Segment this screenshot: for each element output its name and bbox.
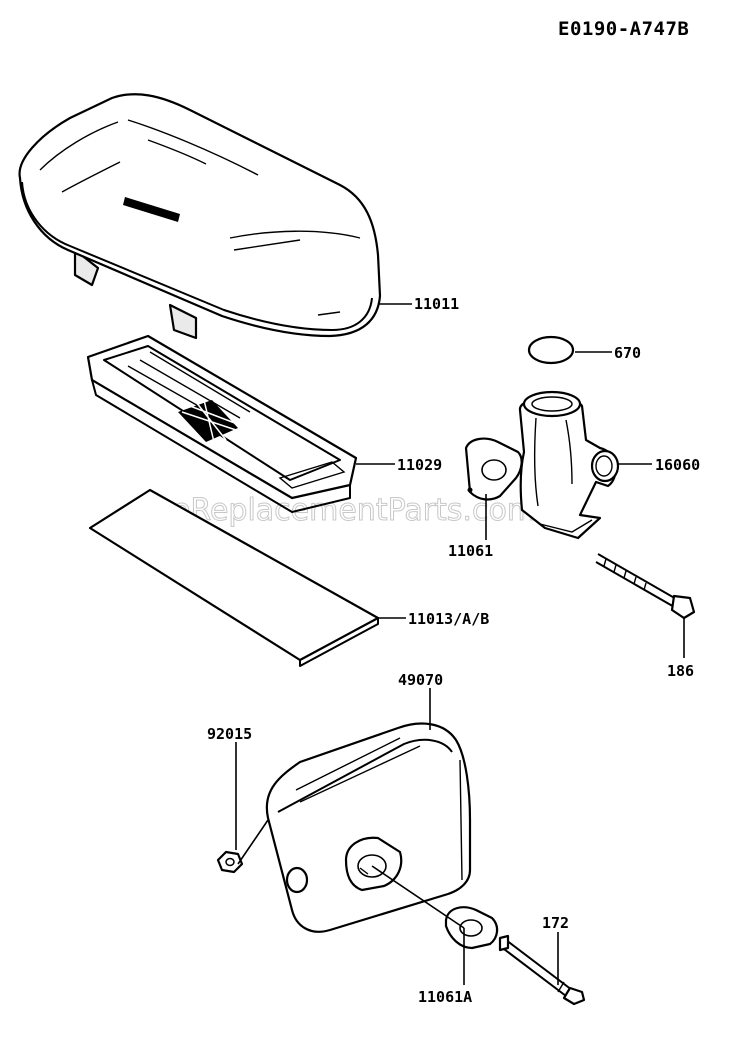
- muffler[interactable]: [265, 722, 472, 933]
- label-172: 172: [542, 914, 569, 932]
- label-670: 670: [614, 344, 641, 362]
- bolt[interactable]: [595, 553, 696, 620]
- o-ring[interactable]: [527, 335, 575, 365]
- stud[interactable]: [498, 934, 586, 1006]
- gasket-muffler[interactable]: [444, 906, 499, 950]
- air-filter-element[interactable]: [86, 334, 358, 513]
- cover-logo: [123, 197, 180, 222]
- diagram-code: E0190-A747B: [558, 18, 689, 40]
- label-11061: 11061: [448, 542, 493, 560]
- filter-mesh: [178, 399, 241, 443]
- label-16060: 16060: [655, 456, 700, 474]
- label-11061a: 11061A: [418, 988, 472, 1006]
- label-11029: 11029: [397, 456, 442, 474]
- label-92015: 92015: [207, 725, 252, 743]
- nut[interactable]: [216, 850, 244, 874]
- label-11013-a-b: 11013/A/B: [408, 610, 489, 628]
- label-186: 186: [667, 662, 694, 680]
- watermark: eReplacementParts.com: [172, 493, 536, 528]
- air-cleaner-cover[interactable]: [18, 93, 382, 340]
- elbow-pipe[interactable]: [518, 390, 620, 540]
- leader-lines: [235, 303, 685, 985]
- label-49070: 49070: [398, 671, 443, 689]
- label-11011: 11011: [414, 295, 459, 313]
- gasket-elbow[interactable]: [464, 437, 523, 501]
